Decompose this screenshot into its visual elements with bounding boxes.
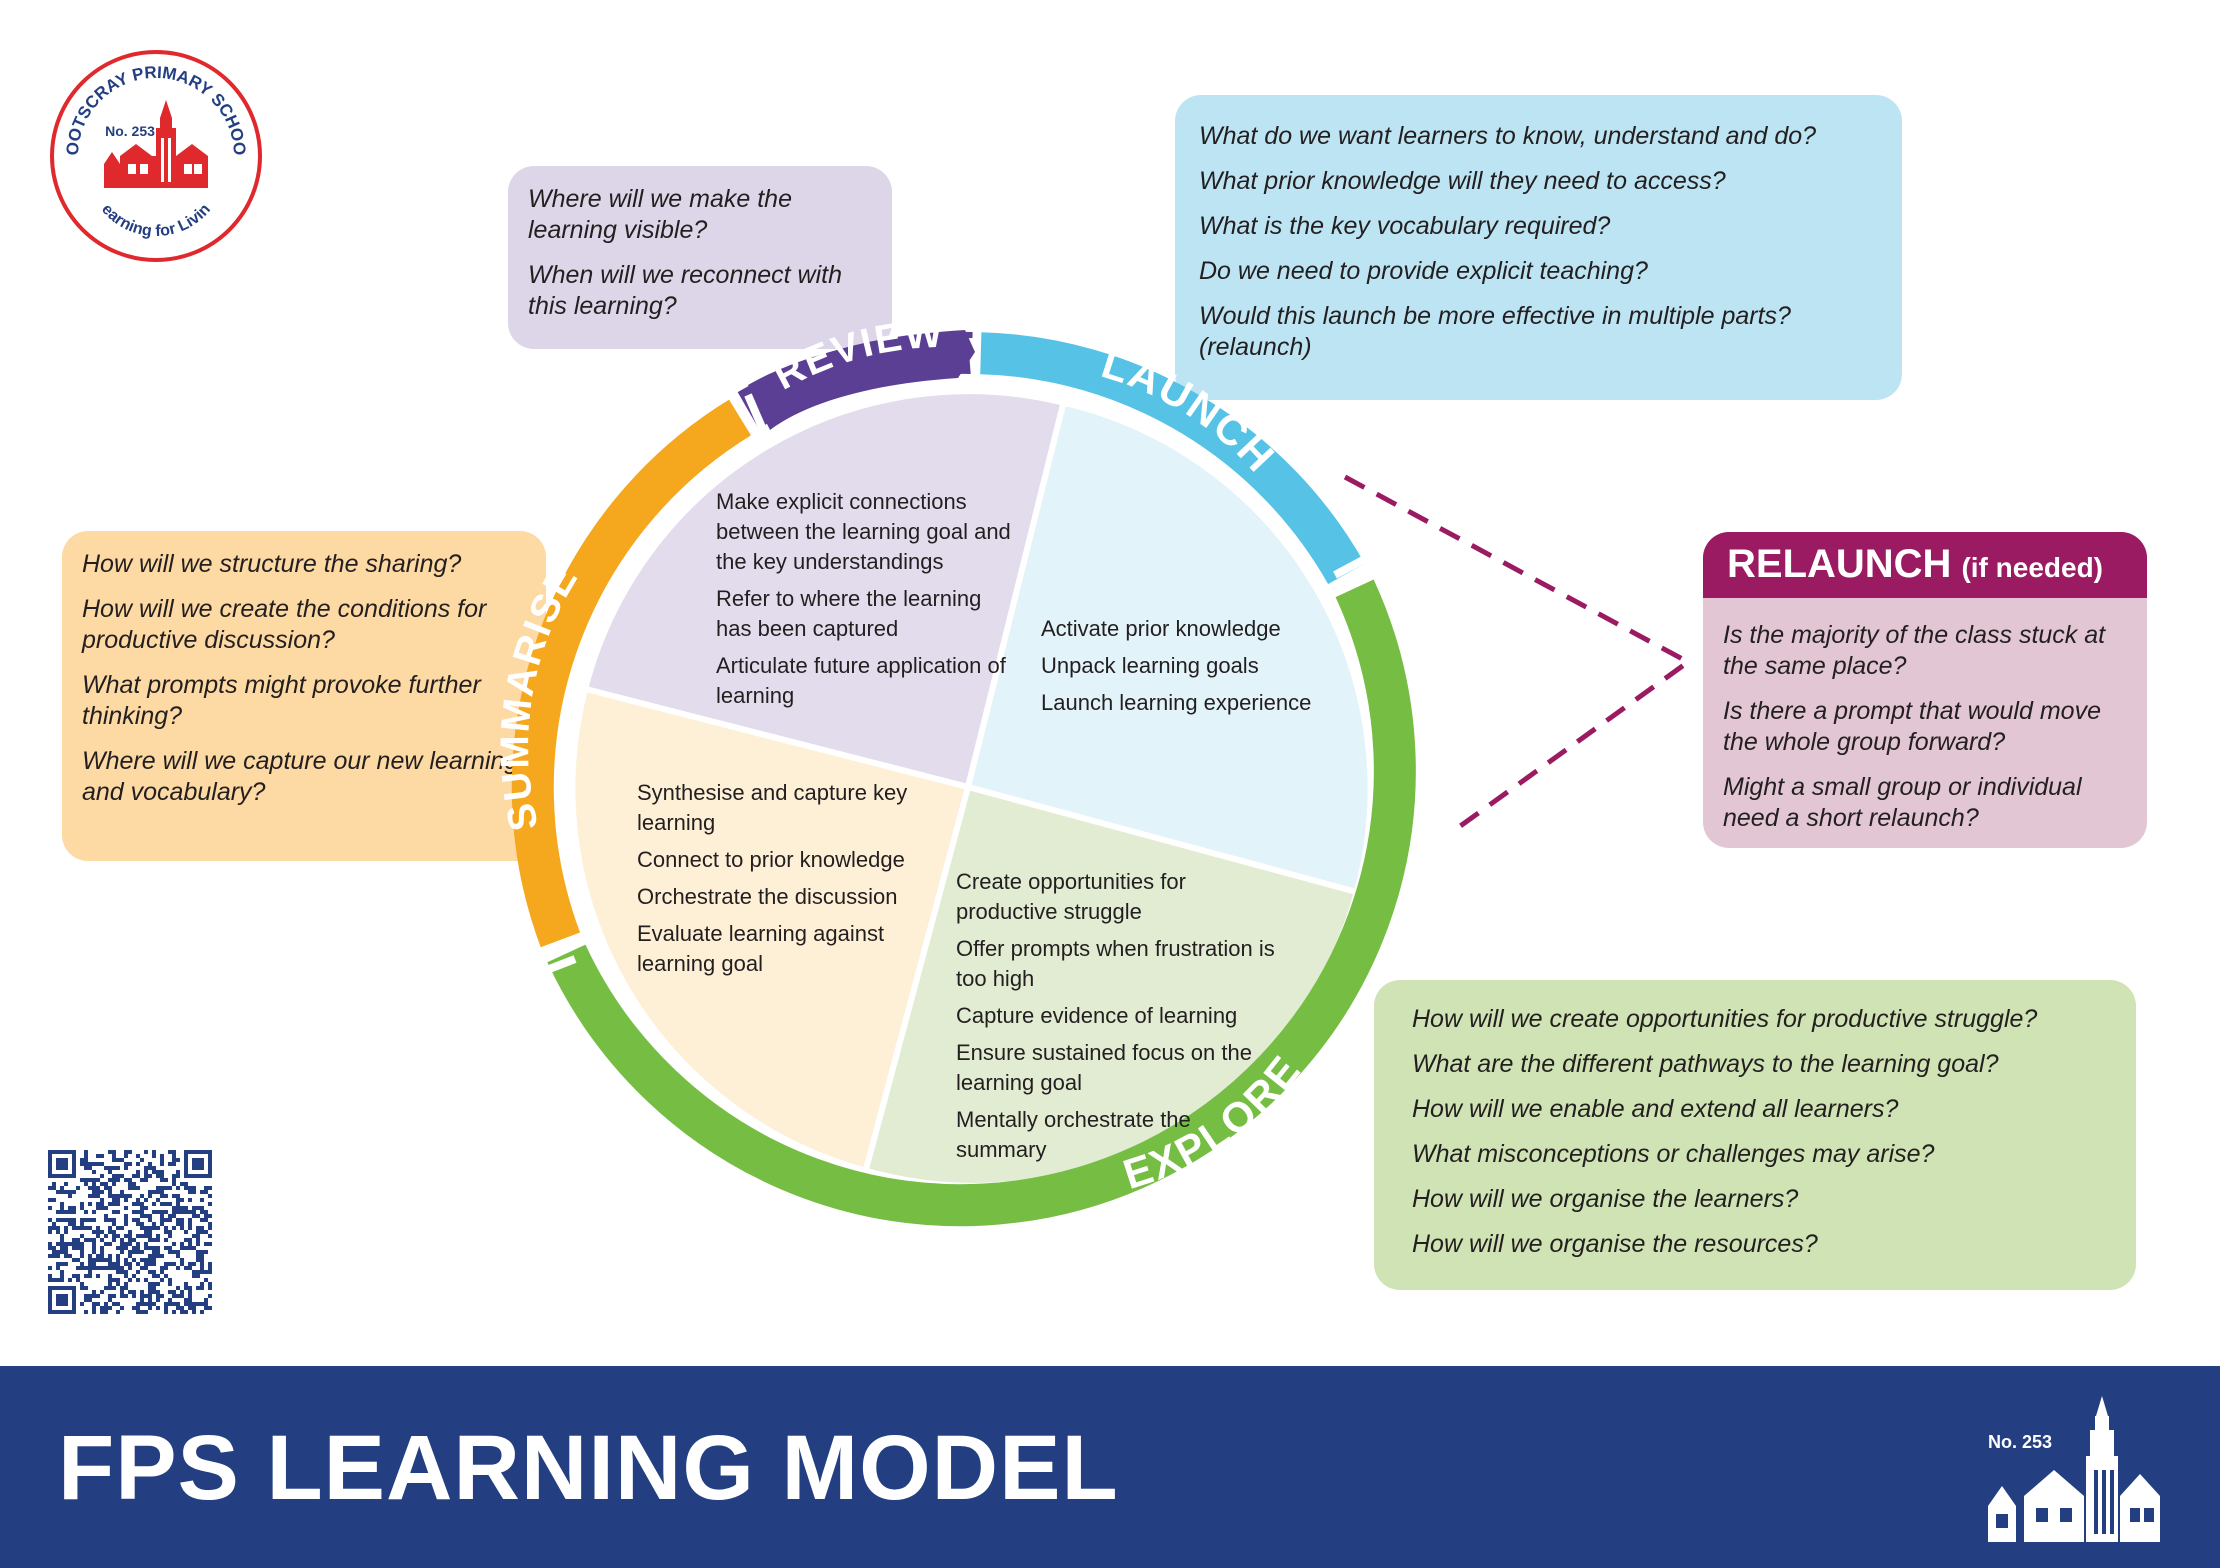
review-question: When will we reconnect with this learnin… <box>528 261 843 320</box>
launch-question: What is the key vocabulary required? <box>1199 212 1611 240</box>
review-banner <box>748 330 975 430</box>
qr-code-icon[interactable] <box>48 1150 212 1314</box>
review-actions: Make explicit connections between the le… <box>716 487 1016 718</box>
explore-arc <box>547 579 1416 1227</box>
explore-question: How will we enable and extend all learne… <box>1412 1095 1899 1123</box>
summarise-quadrant <box>569 685 972 1175</box>
review-action: Refer to where the learning has been cap… <box>716 586 982 641</box>
explore-actions: Create opportunities for productive stru… <box>956 867 1276 1172</box>
relaunch-question: Is there a prompt that would move the wh… <box>1723 697 2101 756</box>
explore-action: Create opportunities for productive stru… <box>956 869 1186 924</box>
explore-action: Mentally orchestrate the summary <box>956 1107 1191 1162</box>
launch-question: What prior knowledge will they need to a… <box>1199 167 1726 195</box>
explore-question: What are the different pathways to the l… <box>1412 1050 1999 1078</box>
explore-questions-box: How will we create opportunities for pro… <box>1374 980 2136 1290</box>
summarise-action: Evaluate learning against learning goal <box>637 921 885 976</box>
summarise-question: How will we structure the sharing? <box>82 550 462 578</box>
relaunch-question: Might a small group or individual need a… <box>1723 773 2082 832</box>
review-action: Articulate future application of learnin… <box>716 653 1006 708</box>
launch-arc <box>980 332 1365 585</box>
relaunch-header: RELAUNCH (if needed) <box>1703 532 2147 598</box>
footer-banner: FPS LEARNING MODEL No. 253 <box>0 1366 2220 1568</box>
launch-action: Unpack learning goals <box>1041 653 1259 678</box>
launch-questions-box: What do we want learners to know, unders… <box>1175 95 1902 400</box>
explore-action: Offer prompts when frustration is too hi… <box>956 936 1275 991</box>
summarise-actions: Synthesise and capture key learning Conn… <box>637 778 937 986</box>
footer-title: FPS LEARNING MODEL <box>58 1417 1119 1519</box>
summarise-action: Orchestrate the discussion <box>637 884 898 909</box>
relaunch-connector <box>1343 474 1693 835</box>
review-quadrant <box>581 388 1068 791</box>
school-number: No. 253 <box>105 123 155 139</box>
launch-question: Do we need to provide explicit teaching? <box>1199 257 1648 285</box>
relaunch-title: RELAUNCH <box>1727 542 1952 586</box>
explore-question: How will we create opportunities for pro… <box>1412 1005 2038 1033</box>
summarise-question: Where will we capture our new learning a… <box>82 747 519 806</box>
review-question: Where will we make the learning visible? <box>528 185 792 244</box>
launch-actions: Activate prior knowledge Unpack learning… <box>1041 614 1341 725</box>
summarise-action: Connect to prior knowledge <box>637 847 905 872</box>
footer-school-number: No. 253 <box>1988 1432 2052 1452</box>
launch-quadrant <box>964 399 1374 896</box>
launch-question: Would this launch be more effective in m… <box>1199 302 1791 361</box>
summarise-questions-box: How will we structure the sharing? How w… <box>62 531 546 861</box>
explore-question: How will we organise the resources? <box>1412 1230 1818 1258</box>
school-building-icon: No. 253 <box>1988 1396 2160 1542</box>
summarise-arc <box>511 399 751 948</box>
launch-question: What do we want learners to know, unders… <box>1199 122 1817 150</box>
wheel-quadrants <box>569 388 1374 1189</box>
relaunch-box: RELAUNCH (if needed) Is the majority of t… <box>1703 532 2147 848</box>
launch-action: Launch learning experience <box>1041 690 1312 715</box>
relaunch-question: Is the majority of the class stuck at th… <box>1723 621 2106 680</box>
school-logo: FOOTSCRAY PRIMARY SCHOOL Learning for Li… <box>48 48 262 262</box>
explore-question: How will we organise the learners? <box>1412 1185 1799 1213</box>
explore-action: Capture evidence of learning <box>956 1003 1238 1028</box>
relaunch-subtitle: (if needed) <box>1961 552 2103 583</box>
review-questions-box: Where will we make the learning visible?… <box>508 166 892 349</box>
summarise-question: How will we create the conditions for pr… <box>82 595 487 654</box>
explore-question: What misconceptions or challenges may ar… <box>1412 1140 1935 1168</box>
summarise-action: Synthesise and capture key learning <box>637 780 908 835</box>
launch-action: Activate prior knowledge <box>1041 616 1281 641</box>
explore-action: Ensure sustained focus on the learning g… <box>956 1040 1252 1095</box>
review-action: Make explicit connections between the le… <box>716 489 1011 574</box>
learning-cycle-wheel: REVIEW LAUNCH EXPLORE SUMMARISE <box>511 330 1693 1227</box>
summarise-question: What prompts might provoke further think… <box>82 671 481 730</box>
ring-dividers <box>532 337 1378 979</box>
